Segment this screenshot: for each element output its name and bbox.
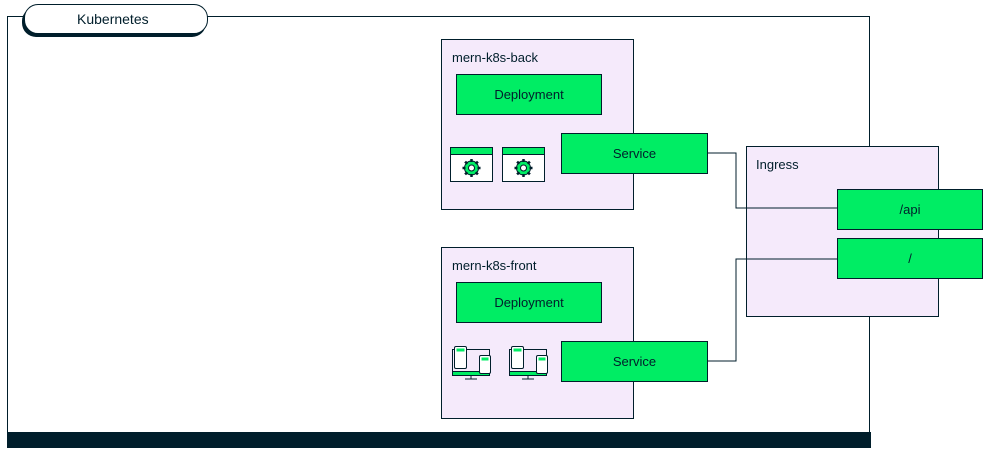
front-service: Service <box>561 341 708 382</box>
back-pod-1-gear-icon <box>450 147 493 182</box>
namespace-front: mern-k8s-front <box>441 247 634 419</box>
ingress-route-api: /api <box>837 189 983 230</box>
front-deployment: Deployment <box>456 282 602 323</box>
wire-front-service-to-root <box>708 258 838 362</box>
kubernetes-cluster <box>7 16 870 446</box>
cluster-label-tab: Kubernetes <box>24 4 208 34</box>
ingress-box: Ingress <box>746 146 939 317</box>
ingress-route-root: / <box>837 238 983 279</box>
namespace-front-label: mern-k8s-front <box>452 258 537 273</box>
back-deployment: Deployment <box>456 74 602 115</box>
namespace-back-label: mern-k8s-back <box>452 50 538 65</box>
front-pod-1-devices-icon <box>452 346 491 380</box>
wire-back-service-to-api <box>708 152 838 209</box>
ingress-label: Ingress <box>756 157 799 172</box>
back-pod-2-gear-icon <box>502 147 545 182</box>
cluster-footer-bar <box>7 432 871 448</box>
front-pod-2-devices-icon <box>509 346 548 380</box>
back-service: Service <box>561 133 708 174</box>
cluster-label: Kubernetes <box>77 11 149 27</box>
